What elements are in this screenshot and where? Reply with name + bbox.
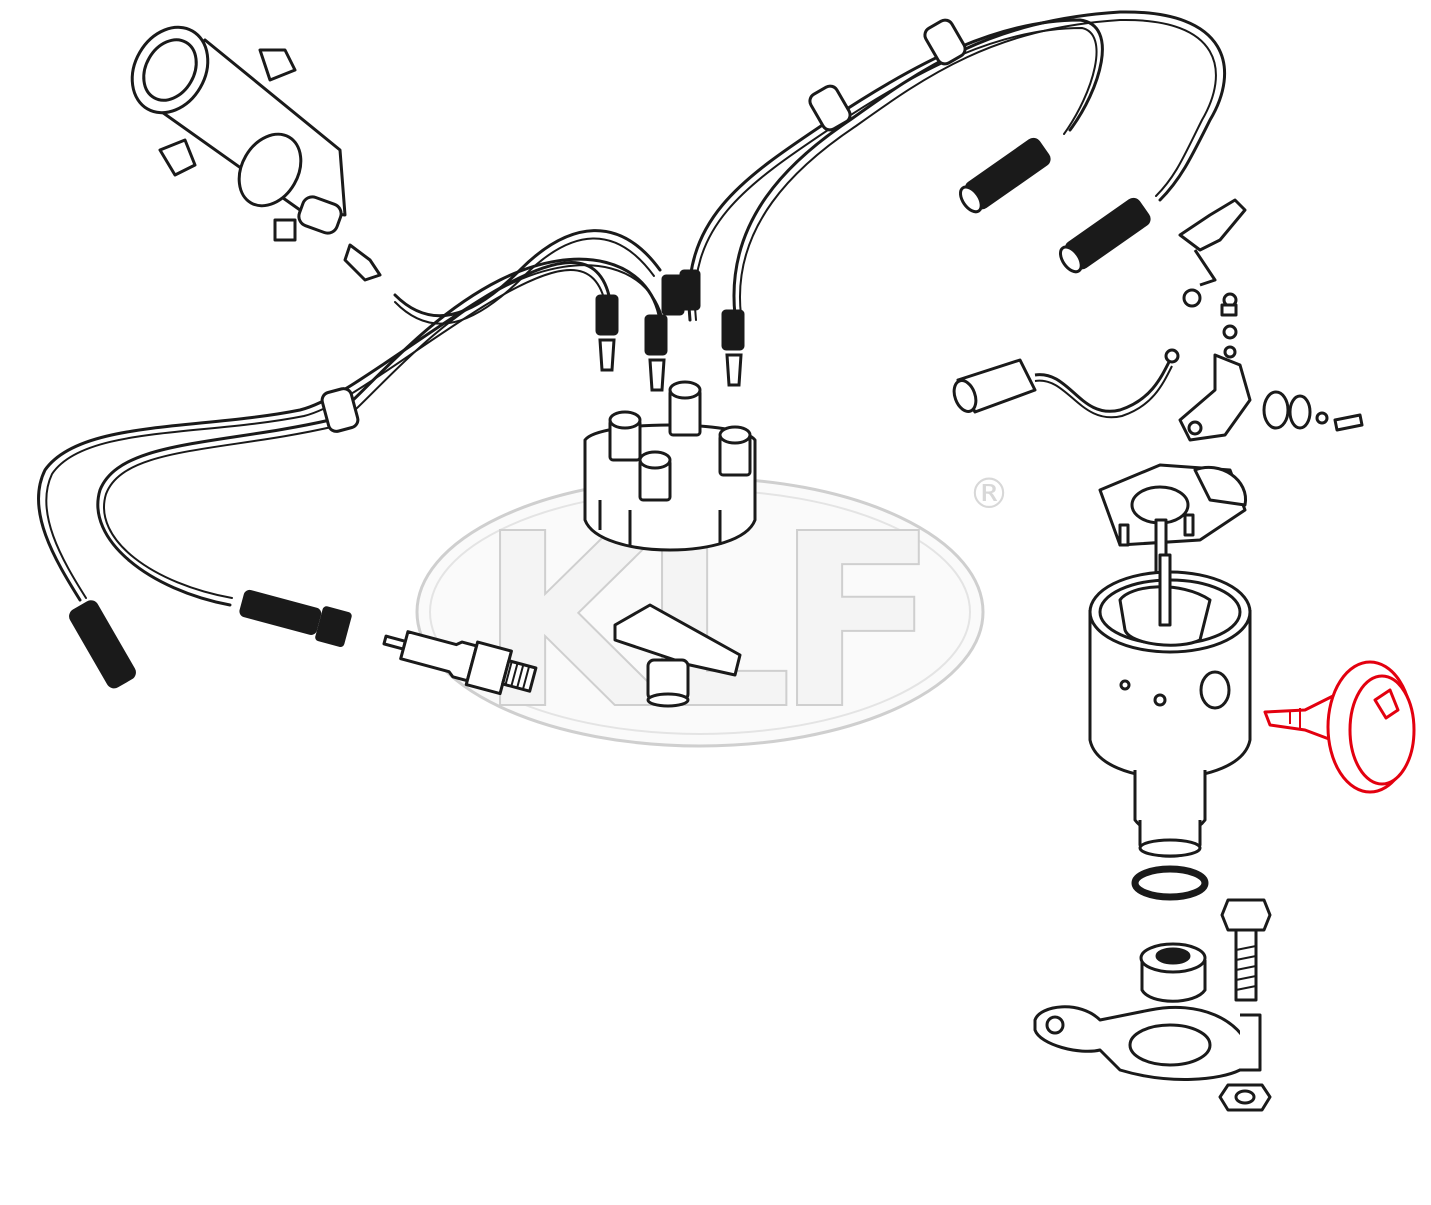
clamp-icon (1033, 1005, 1262, 1081)
cap-terminal-connectors (595, 269, 745, 356)
spark-plug-connectors (69, 137, 1151, 689)
distributor-body-icon (1088, 553, 1252, 858)
spark-plug-icon (382, 630, 538, 696)
contact-points-icon (1178, 198, 1247, 359)
ignition-coil-icon (130, 25, 382, 282)
distributor-cap-icon (583, 380, 757, 552)
watermark-letter-f: F (775, 482, 939, 762)
vacuum-advance-icon (1263, 660, 1416, 794)
o-ring-icon (1131, 865, 1209, 901)
plug-connector-icon (239, 589, 352, 648)
registered-mark-icon: ® (968, 469, 1010, 518)
point-bracket-icon (1178, 353, 1364, 442)
rotor-icon (613, 603, 742, 708)
plug-connector-icon (1058, 197, 1151, 274)
plug-connector-icon (69, 600, 136, 689)
nut-icon (1218, 1083, 1272, 1112)
bolt-icon (1220, 898, 1272, 1002)
condenser-icon (952, 348, 1180, 419)
ignition-leads (36, 10, 1227, 607)
plug-connector-icon (958, 137, 1051, 214)
bushing-icon (1139, 942, 1207, 1003)
lead-grommet (320, 18, 967, 433)
